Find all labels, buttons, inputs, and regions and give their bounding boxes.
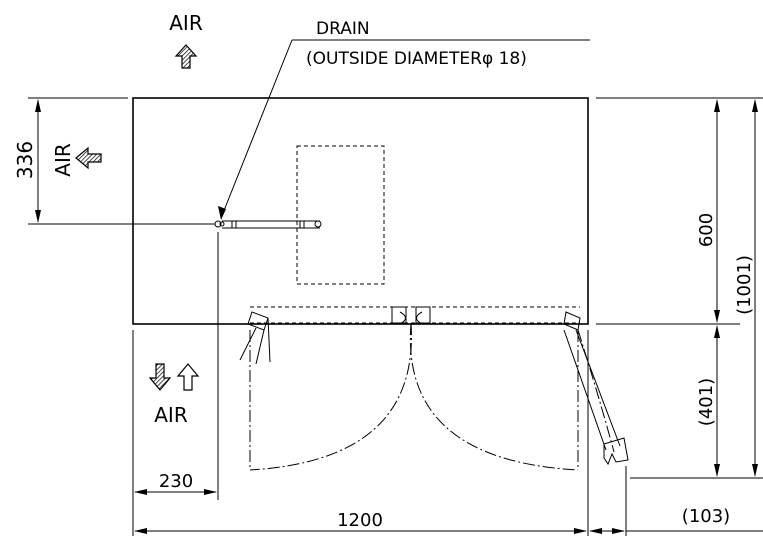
dim-103-label: (103) [682, 506, 730, 527]
air-bottom-label: AIR [154, 403, 188, 427]
dim-1200-label: 1200 [337, 510, 383, 531]
dim-1001 [752, 99, 758, 477]
dim-230-label: 230 [159, 471, 193, 492]
left-door [239, 311, 412, 471]
drain-leader-arrowhead [218, 206, 226, 220]
dim-230 [134, 489, 217, 495]
outline-arrow-up-icon [176, 363, 200, 391]
dim-401-label: (401) [696, 378, 717, 426]
dim-1200 [134, 528, 587, 534]
dim-600 [714, 99, 720, 323]
dim-401 [714, 325, 720, 477]
right-door [409, 311, 629, 471]
dim-336 [35, 99, 41, 223]
hatched-arrow-down-icon [148, 363, 172, 391]
hatched-arrow-up-icon [174, 44, 198, 69]
drain-label: DRAIN [316, 19, 370, 39]
door-top-rail [250, 306, 580, 325]
drain-pipe [214, 220, 322, 229]
dim-600-label: 600 [696, 213, 717, 247]
hatched-arrow-left-icon [75, 146, 102, 170]
drain-leader-line [220, 39, 293, 219]
dim-336-label: 336 [13, 141, 37, 179]
drain-spec-label: (OUTSIDE DIAMETERφ 18) [306, 49, 527, 69]
inner-dashed-panel [296, 145, 385, 285]
unit-body-outline [132, 97, 589, 325]
dim-103 [589, 528, 763, 534]
dim-1001-label: (1001) [734, 255, 755, 315]
air-left-label: AIR [51, 143, 75, 177]
air-top-label: AIR [169, 11, 203, 35]
